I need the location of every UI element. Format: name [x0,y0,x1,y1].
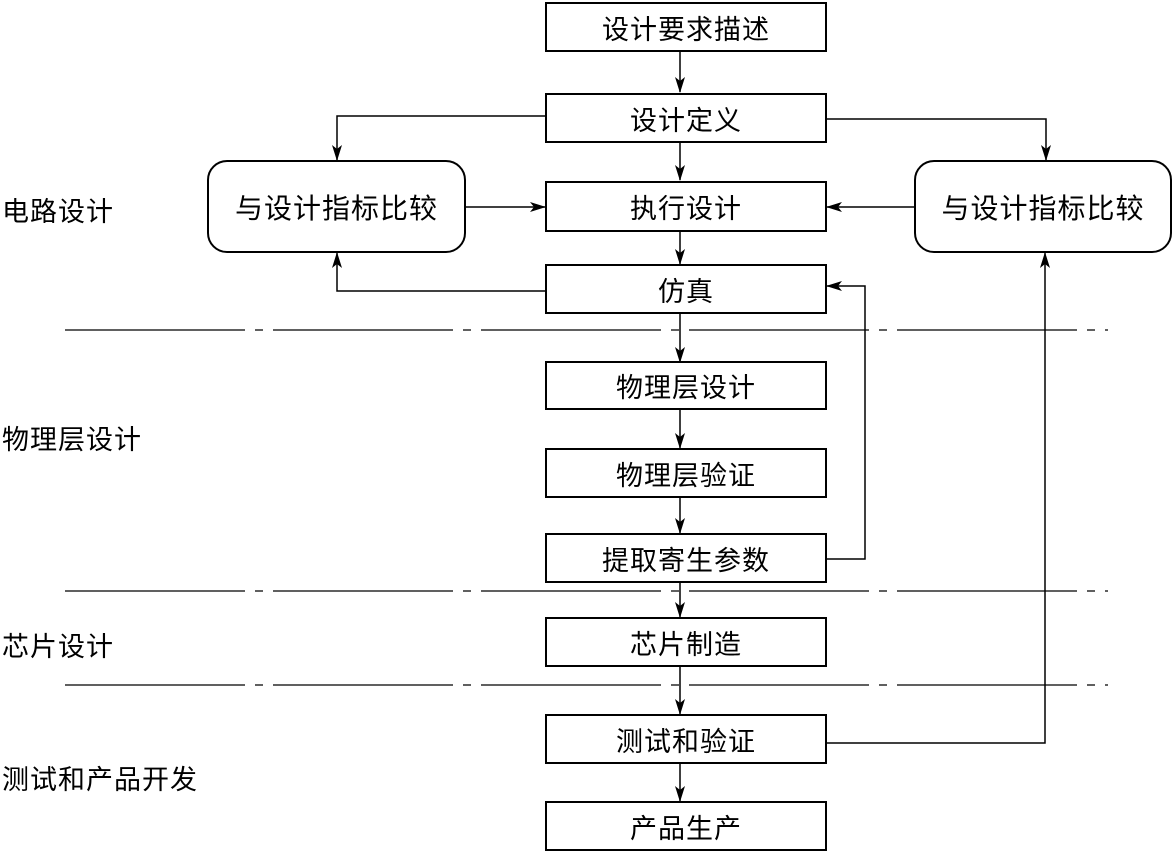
box-simulation: 仿真 [545,264,827,314]
box-compare-right: 与设计指标比较 [914,160,1172,253]
definition-to-left-compare-arrow [332,115,546,161]
box-parasitic-extraction: 提取寄生参数 [545,533,827,583]
box-physical-design: 物理层设计 [545,361,827,410]
stage-label-circuit: 电路设计 [2,197,114,228]
box-execute-design: 执行设计 [545,181,827,232]
box-compare-left: 与设计指标比较 [207,160,466,253]
box-design-requirements: 设计要求描述 [545,2,827,52]
stage-label-test: 测试和产品开发 [2,765,198,796]
parasitic-to-simulation-arrow [826,281,866,560]
box-chip-fabrication: 芯片制造 [545,617,827,667]
definition-to-right-compare-arrow [826,118,1051,161]
box-production: 产品生产 [545,801,827,851]
test-to-right-compare-arrow [826,252,1050,744]
stage-label-chip: 芯片设计 [2,632,114,663]
box-design-definition: 设计定义 [545,93,827,143]
simulation-to-left-compare-arrow [332,252,546,292]
box-test-and-verification: 测试和验证 [545,714,827,764]
stage-label-physical: 物理层设计 [2,425,142,456]
box-physical-verification: 物理层验证 [545,448,827,498]
